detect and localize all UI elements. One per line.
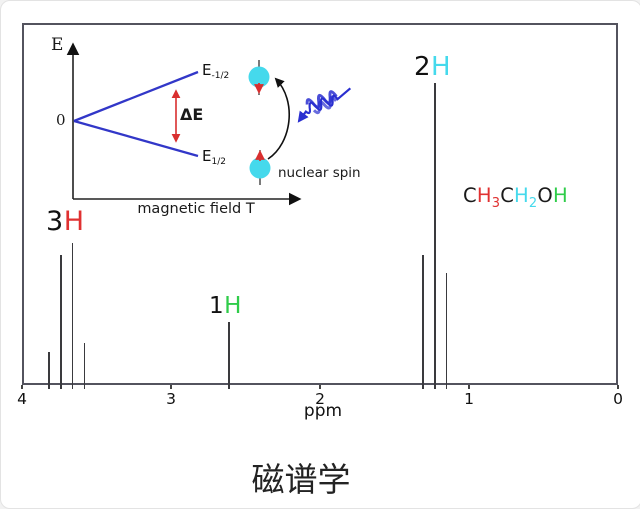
upper-energy-level-label: E-1/2: [202, 61, 229, 81]
lower-energy-level-label: E1/2: [202, 147, 226, 167]
x-axis-tick: [468, 385, 470, 389]
peak-2h-atom: H: [431, 52, 452, 82]
formula-part: C: [500, 184, 515, 207]
energy-axis-label: E: [51, 35, 64, 55]
peak-3h-count: 3: [46, 206, 64, 237]
nuclear-spin-label: nuclear spin: [278, 165, 361, 181]
peak-2h-count: 2: [414, 52, 432, 82]
peak-label-2h: 2H: [414, 52, 451, 82]
x-axis-tick: [319, 385, 321, 389]
x-tick-label: 3: [166, 390, 176, 408]
formula-part: H: [552, 184, 568, 207]
spectrum-peak-3h: [83, 342, 86, 389]
x-axis-label: ppm: [303, 401, 343, 421]
x-axis-tick: [21, 385, 23, 389]
spectrum-peak-3h: [59, 255, 62, 389]
spectrum-peak-2h: [445, 273, 448, 389]
peak-1h-atom: H: [224, 293, 242, 319]
x-tick-label: 0: [613, 390, 623, 408]
peak-label-3h: 3H: [46, 206, 85, 237]
x-tick-label: 1: [464, 390, 474, 408]
x-tick-label: 4: [17, 390, 27, 408]
peak-label-1h: 1H: [209, 293, 242, 319]
formula-part: 2: [528, 195, 538, 211]
upper-level-base: E: [202, 61, 212, 79]
formula-part: H: [476, 184, 492, 207]
upper-level-subscript: -1/2: [211, 71, 230, 81]
spectrum-peak-3h: [48, 351, 50, 389]
formula-part: C: [463, 184, 477, 207]
formula-part: H: [514, 184, 529, 207]
x-axis-tick: [170, 385, 172, 389]
x-tick-label: 2: [315, 390, 325, 408]
spectrum-peak-1h: [228, 321, 230, 389]
lower-level-base: E: [202, 147, 212, 165]
peak-1h-count: 1: [209, 293, 225, 319]
molecule-formula: CH3CH2OH: [463, 184, 568, 211]
formula-part: O: [537, 184, 553, 207]
origin-label: 0: [56, 111, 66, 129]
delta-e-label: ΔE: [180, 105, 204, 124]
figure-caption: 磁谱学: [251, 460, 351, 499]
field-axis-label: magnetic field T: [137, 201, 255, 217]
lower-level-subscript: 1/2: [211, 157, 226, 167]
spectrum-peak-3h: [71, 243, 74, 389]
formula-part: 3: [491, 195, 501, 211]
x-axis-tick: [617, 385, 619, 389]
spectrum-peak-2h: [433, 83, 436, 389]
peak-3h-atom: H: [63, 206, 85, 237]
spectrum-peak-2h: [422, 255, 424, 389]
